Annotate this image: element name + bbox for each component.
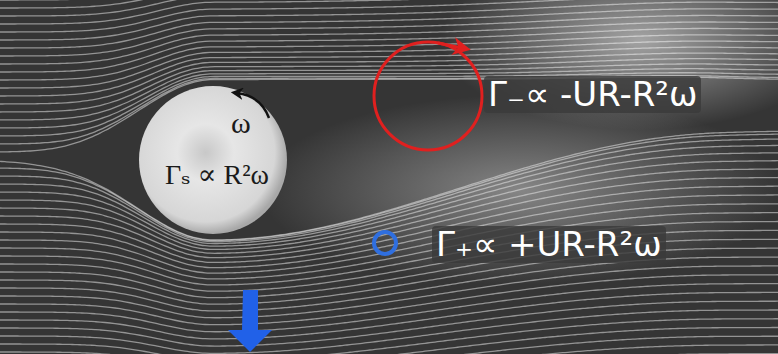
streamline (0, 345, 778, 354)
vortex-circle (374, 42, 482, 150)
vortex-circle (374, 232, 396, 254)
streamline (0, 319, 778, 354)
streamline (0, 327, 778, 354)
sphere (139, 86, 287, 234)
rotating-sphere: ω Γₛ ∝ R²ω (137, 84, 289, 236)
wake-haze (440, 0, 778, 130)
circulation-formula: Γₛ ∝ R²ω (165, 160, 269, 191)
rotation-symbol: ω (231, 106, 251, 139)
streamline (0, 336, 778, 354)
force-arrow (228, 290, 272, 352)
vortex-arrow (438, 43, 462, 48)
circulation-label: Γ₋∝ -UR-R²ω (484, 76, 701, 113)
wake-haze (260, 95, 778, 285)
circulation-label: Γ₊∝ +UR-R²ω (432, 226, 666, 263)
streamline (0, 221, 778, 284)
